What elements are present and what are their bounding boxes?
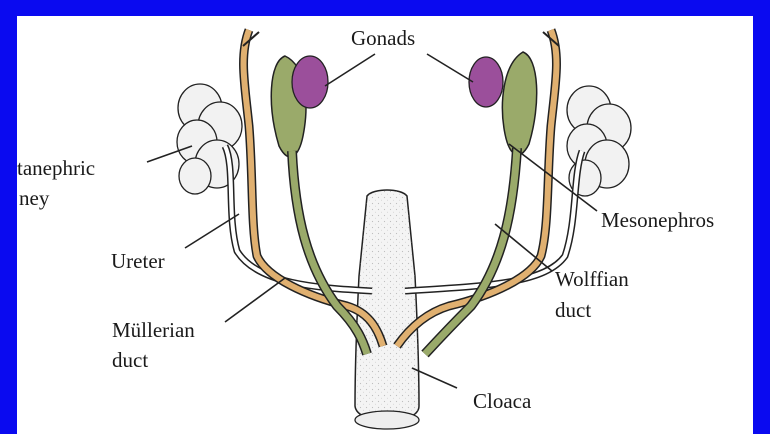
diagram-panel: Gonads tanephric ney Ureter Müllerian du… — [17, 16, 753, 434]
gonads — [292, 56, 503, 108]
label-wolffian-duct-line2: duct — [555, 298, 591, 322]
label-metanephric-kidney-line1: tanephric — [17, 156, 95, 180]
label-wolffian-duct-line1: Wolffian — [555, 267, 629, 291]
label-mesonephros: Mesonephros — [601, 208, 714, 232]
label-gonads: Gonads — [351, 26, 415, 50]
label-ureter: Ureter — [111, 249, 165, 273]
label-mullerian-duct-line2: duct — [112, 348, 148, 372]
label-cloaca: Cloaca — [473, 389, 531, 413]
label-mullerian-duct-line1: Müllerian — [112, 318, 195, 342]
label-metanephric-kidney-line2: ney — [19, 186, 49, 210]
cloaca — [355, 190, 419, 429]
